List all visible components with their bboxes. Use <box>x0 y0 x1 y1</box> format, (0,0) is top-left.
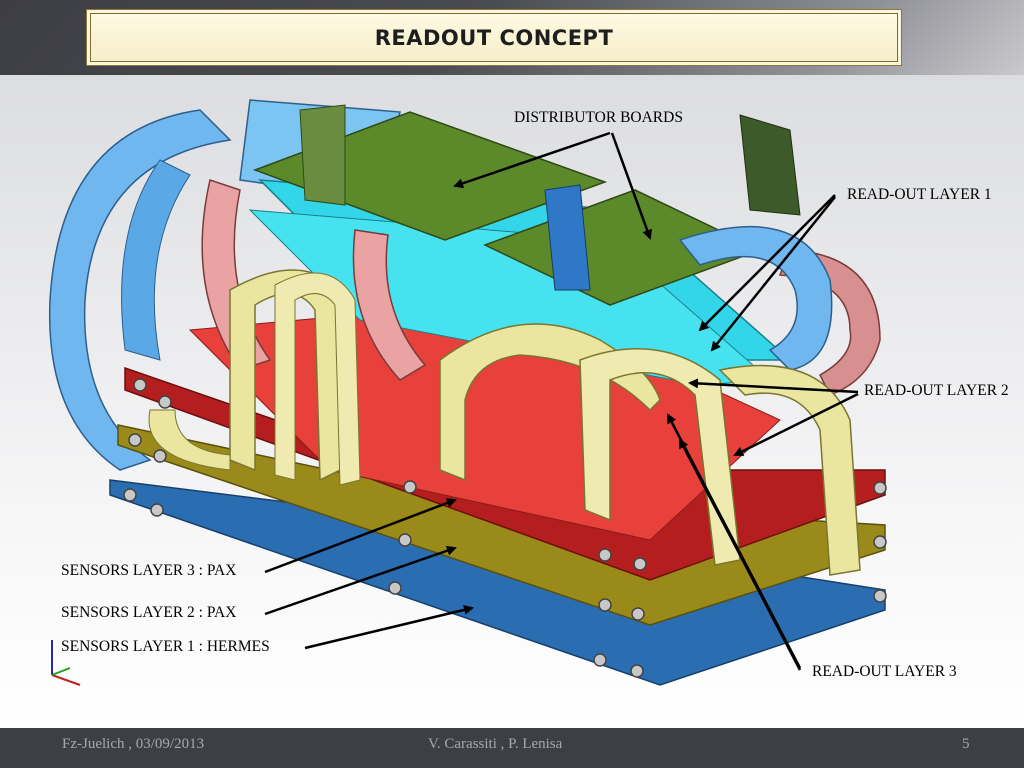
label-sensors-layer-3: SENSORS LAYER 3 : PAX <box>61 562 237 579</box>
label-sensors-layer-1: SENSORS LAYER 1 : HERMES <box>61 638 270 655</box>
footer-authors: V. Carassiti , P. Lenisa <box>428 736 563 752</box>
label-readout-layer-1: READ-OUT LAYER 1 <box>847 186 992 203</box>
slide-title: READOUT CONCEPT <box>374 26 614 50</box>
title-box: READOUT CONCEPT <box>86 9 902 66</box>
footer-bar: Fz-Juelich , 03/09/2013 V. Carassiti , P… <box>0 728 1024 768</box>
page-number: 5 <box>962 736 970 752</box>
green-flex-strap <box>299 104 346 206</box>
pink-flex-loop-2 <box>352 229 427 381</box>
blue-flex-loop-left <box>48 109 232 471</box>
footer-venue-date: Fz-Juelich , 03/09/2013 <box>62 736 205 752</box>
label-readout-layer-2: READ-OUT LAYER 2 <box>864 382 1009 399</box>
label-distributor-boards: DISTRIBUTOR BOARDS <box>514 109 683 126</box>
blue-flex-loop-left-3 <box>121 159 191 361</box>
dark-green-flex-strap <box>739 114 801 216</box>
label-sensors-layer-2: SENSORS LAYER 2 : PAX <box>61 604 237 621</box>
axis-triad <box>51 640 81 686</box>
label-readout-layer-3: READ-OUT LAYER 3 <box>812 663 957 680</box>
yellow-flex-loop-left-2 <box>274 272 361 486</box>
yellow-flex-loop-bottom <box>148 409 231 471</box>
detector-model-image <box>48 99 887 686</box>
